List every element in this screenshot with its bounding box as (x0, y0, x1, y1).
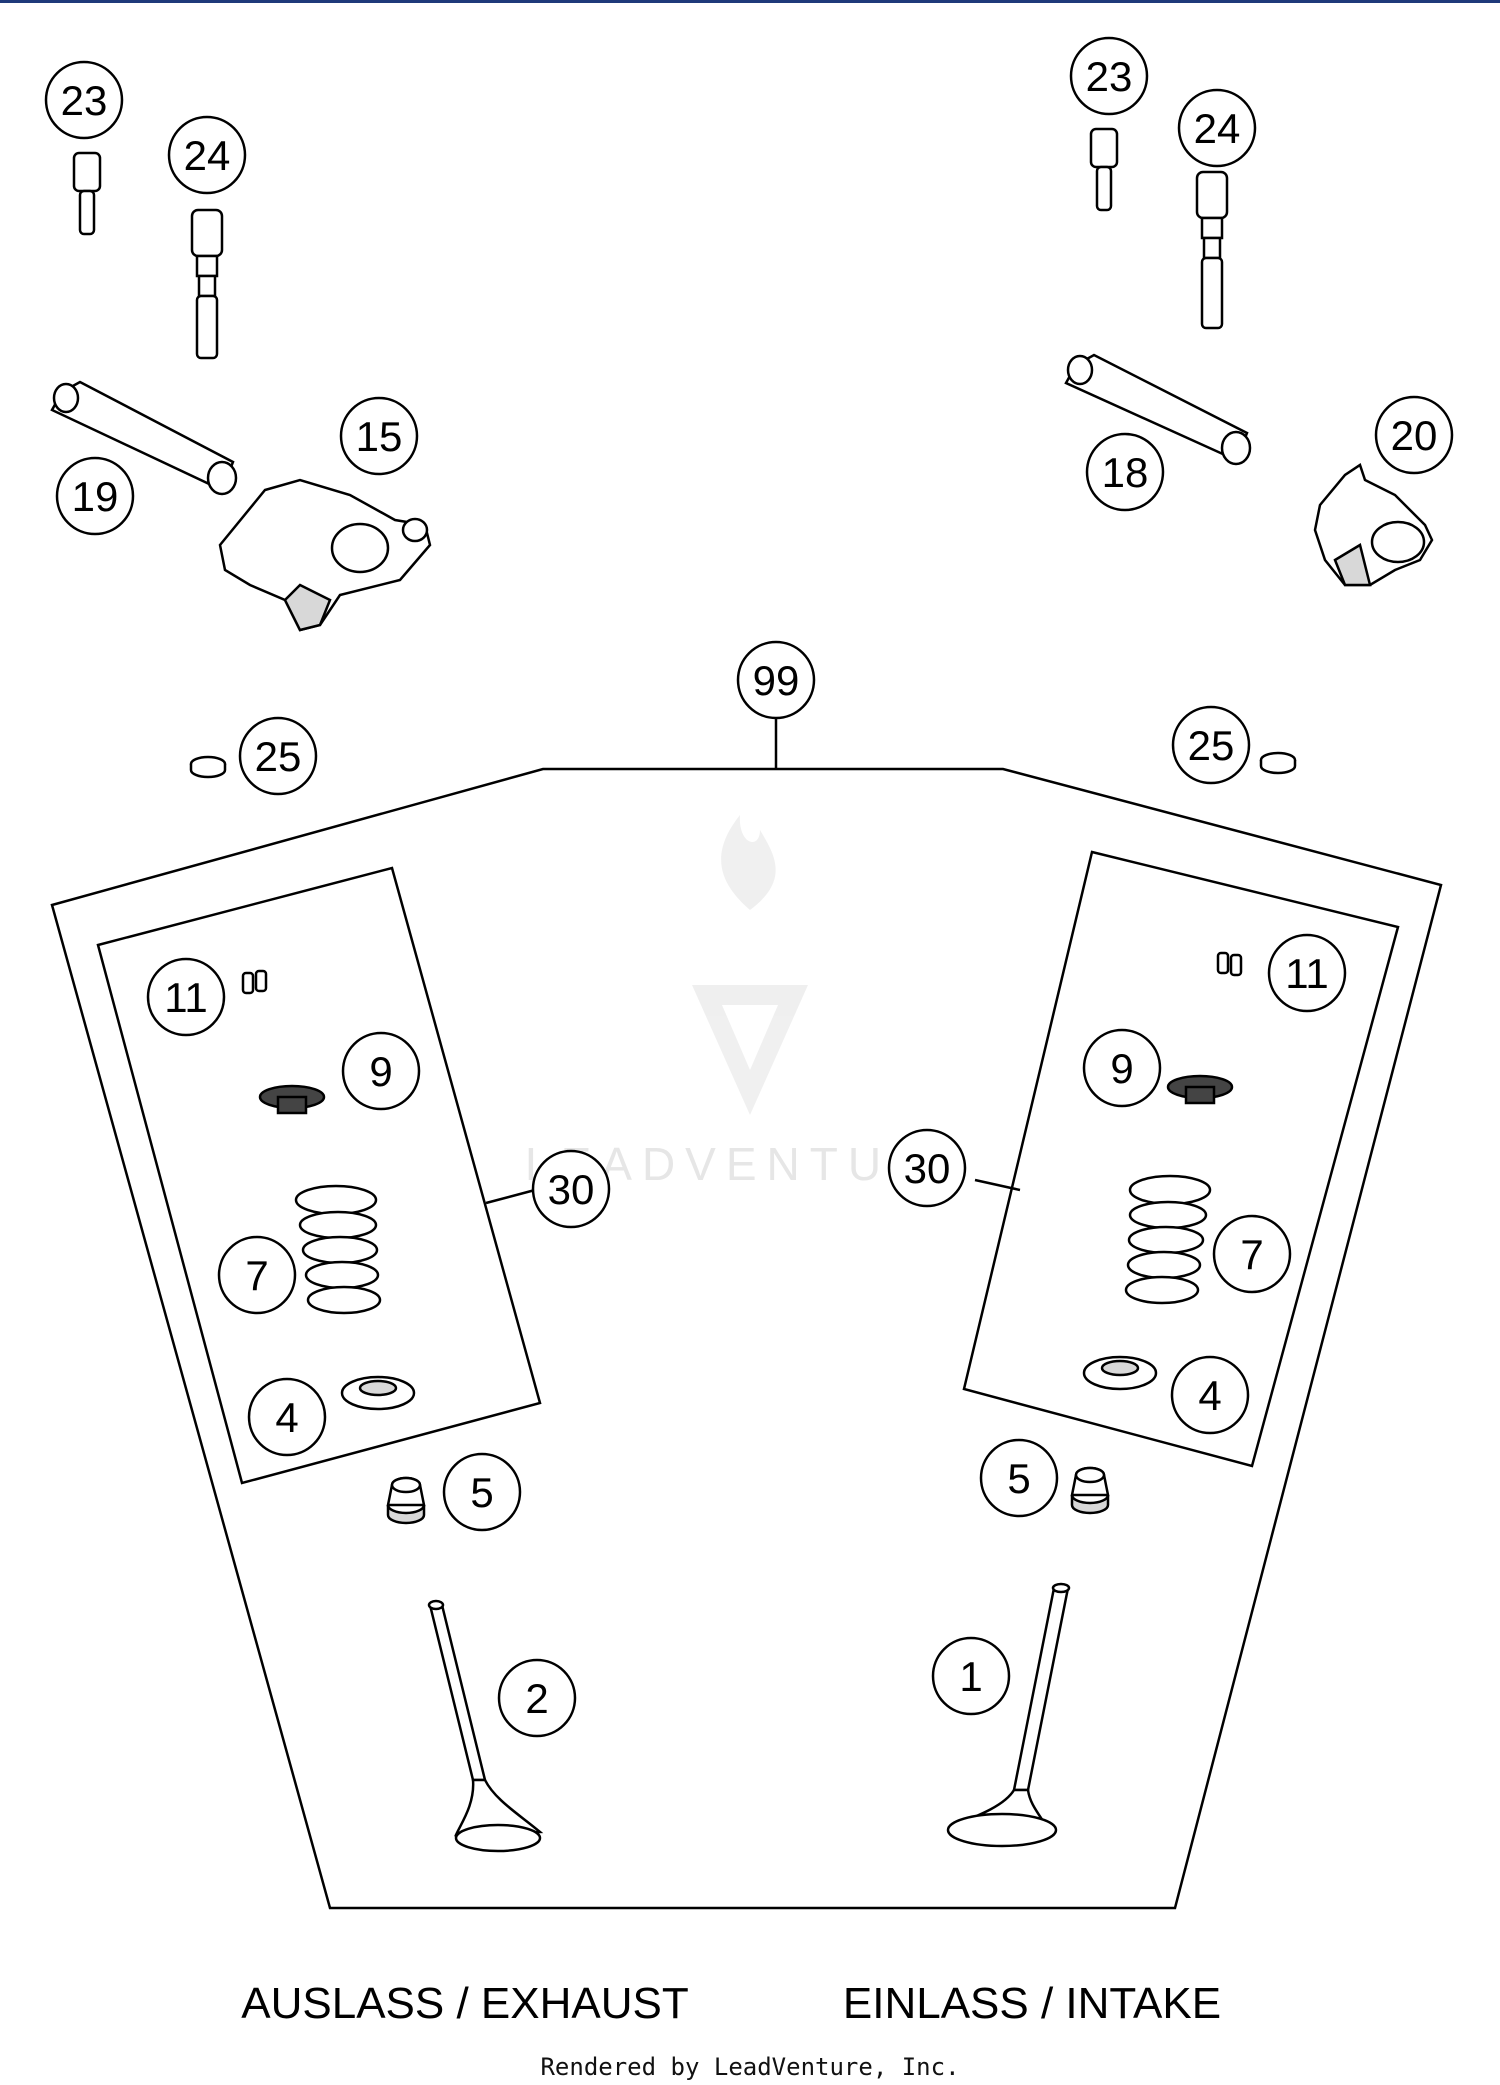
footer-credit: Rendered by LeadVenture, Inc. (540, 2053, 959, 2081)
svg-text:15: 15 (356, 413, 403, 460)
svg-text:4: 4 (275, 1394, 298, 1441)
svg-text:19: 19 (72, 473, 119, 520)
svg-text:23: 23 (1086, 53, 1133, 100)
svg-text:30: 30 (904, 1145, 951, 1192)
callout-30-right: 30 (887, 1128, 967, 1208)
callout-23-right: 23 (1069, 36, 1149, 116)
caption-exhaust: AUSLASS / EXHAUST (241, 1979, 688, 2028)
callout-25-left: 25 (238, 716, 318, 796)
svg-text:7: 7 (1240, 1231, 1263, 1278)
valve-keys-11-right (1216, 951, 1243, 977)
intake-valve-1 (946, 1582, 1071, 1848)
callout-9-left: 9 (341, 1031, 421, 1111)
exhaust-valve-2 (427, 1599, 544, 1853)
svg-text:9: 9 (1110, 1045, 1133, 1092)
svg-text:1: 1 (959, 1653, 982, 1700)
svg-text:24: 24 (1194, 105, 1241, 152)
callout-5-right: 5 (979, 1438, 1059, 1518)
svg-text:99: 99 (753, 657, 800, 704)
callout-11-right: 11 (1267, 933, 1347, 1013)
callout-9-right: 9 (1082, 1028, 1162, 1108)
svg-text:5: 5 (470, 1469, 493, 1516)
spring-retainer-9-left (258, 1084, 326, 1115)
leader-30-left (485, 1188, 536, 1205)
callout-11-left: 11 (146, 957, 226, 1037)
svg-text:25: 25 (255, 733, 302, 780)
bolt-23-right (1089, 127, 1119, 212)
callout-99: 99 (736, 640, 816, 720)
top-border (0, 0, 1500, 3)
bolt-24-right (1195, 170, 1229, 330)
valve-spring-7-right (1124, 1174, 1212, 1305)
callout-25-right: 25 (1171, 705, 1251, 785)
stem-seal-5-left (386, 1476, 426, 1525)
leader-30-right (974, 1178, 1021, 1192)
callout-24-right: 24 (1177, 88, 1257, 168)
callout-18: 18 (1085, 432, 1165, 512)
svg-text:30: 30 (548, 1166, 595, 1213)
kit-outline (50, 767, 1443, 1910)
svg-text:2: 2 (525, 1675, 548, 1722)
bolt-23-left (72, 151, 102, 236)
callout-19: 19 (55, 456, 135, 536)
shim-25-left (189, 755, 227, 779)
callout-7-left: 7 (217, 1235, 297, 1315)
svg-text:9: 9 (369, 1048, 392, 1095)
rocker-shaft-19 (50, 380, 238, 496)
stem-seal-5-right (1070, 1466, 1110, 1515)
callout-24-left: 24 (167, 115, 247, 195)
callout-7-right: 7 (1212, 1214, 1292, 1294)
callout-23-left: 23 (44, 60, 124, 140)
rocker-shaft-18 (1064, 353, 1252, 466)
callout-4-left: 4 (247, 1377, 327, 1457)
callout-5-left: 5 (442, 1452, 522, 1532)
caption-intake: EINLASS / INTAKE (843, 1979, 1221, 2028)
svg-text:25: 25 (1188, 722, 1235, 769)
svg-text:18: 18 (1102, 449, 1149, 496)
rocker-arm-15 (218, 478, 432, 632)
callout-30-left: 30 (531, 1149, 611, 1229)
valve-spring-7-left (294, 1184, 382, 1315)
spring-seat-4-left (340, 1375, 416, 1411)
spring-seat-4-right (1082, 1355, 1158, 1391)
svg-text:5: 5 (1007, 1455, 1030, 1502)
rocker-arm-20 (1313, 463, 1434, 587)
subkit-outline-left (96, 866, 542, 1485)
spring-retainer-9-right (1166, 1074, 1234, 1105)
callout-15: 15 (339, 396, 419, 476)
valve-keys-11-left (241, 969, 268, 995)
svg-text:7: 7 (245, 1252, 268, 1299)
svg-text:23: 23 (61, 77, 108, 124)
svg-text:11: 11 (1285, 950, 1329, 997)
svg-text:20: 20 (1391, 412, 1438, 459)
callout-4-right: 4 (1170, 1355, 1250, 1435)
svg-text:4: 4 (1198, 1372, 1221, 1419)
callout-20: 20 (1374, 395, 1454, 475)
subkit-outline-right (962, 850, 1400, 1468)
bolt-24-left (190, 208, 224, 360)
callout-2: 2 (497, 1658, 577, 1738)
shim-25-right (1259, 751, 1297, 775)
svg-text:11: 11 (164, 974, 208, 1021)
callout-1: 1 (931, 1636, 1011, 1716)
watermark-logo (692, 815, 808, 1115)
svg-text:24: 24 (184, 132, 231, 179)
